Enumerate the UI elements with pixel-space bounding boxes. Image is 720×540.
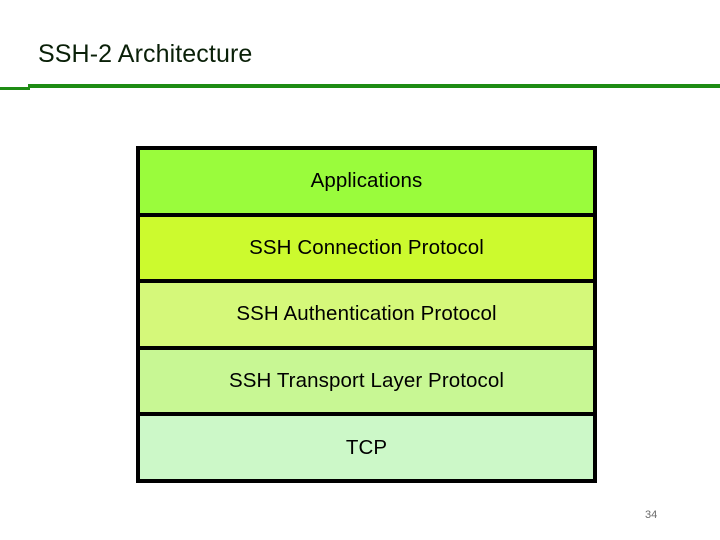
slide-page-number: 34: [645, 509, 658, 521]
title-divider-rule: [0, 84, 720, 92]
layer-row-ssh-transport-layer-protocol: SSH Transport Layer Protocol: [140, 349, 593, 417]
protocol-layer-stack: Applications SSH Connection Protocol SSH…: [136, 146, 597, 483]
layer-row-applications: Applications: [140, 150, 593, 217]
title-divider-main: [28, 84, 720, 88]
layer-row-tcp: TCP: [140, 416, 593, 479]
page-title: SSH-2 Architecture: [38, 40, 253, 68]
layer-label-tcp: TCP: [345, 435, 388, 459]
layer-label-ssh-authentication-protocol: SSH Authentication Protocol: [236, 302, 497, 326]
layer-row-ssh-authentication-protocol: SSH Authentication Protocol: [140, 283, 593, 350]
layer-label-ssh-connection-protocol: SSH Connection Protocol: [249, 235, 484, 259]
layer-row-ssh-connection-protocol: SSH Connection Protocol: [140, 216, 593, 284]
layer-label-ssh-transport-layer-protocol: SSH Transport Layer Protocol: [228, 369, 505, 393]
layer-label-applications: Applications: [310, 169, 423, 193]
title-divider-stub: [0, 87, 30, 90]
